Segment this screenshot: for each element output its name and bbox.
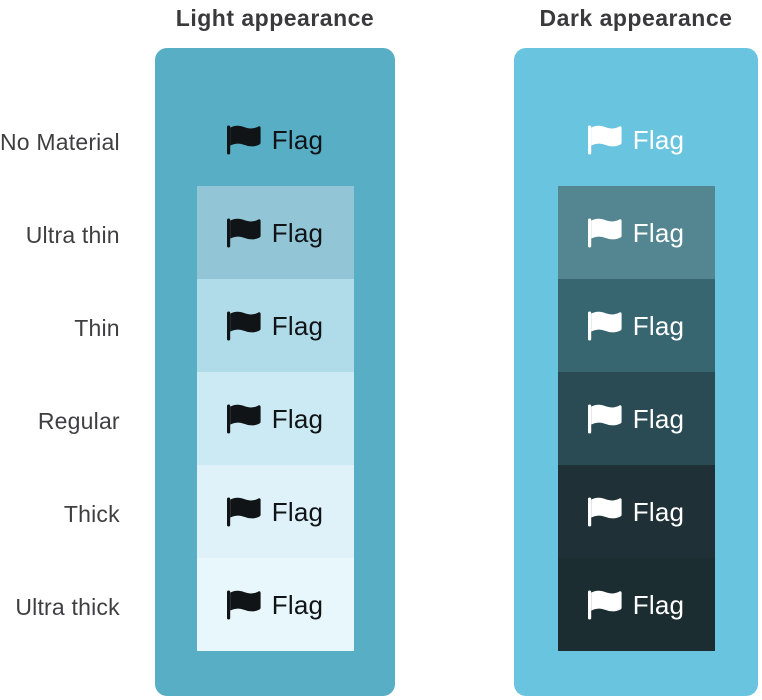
material-row: Flag	[196, 279, 354, 372]
flag-icon	[587, 497, 622, 526]
light-appearance-panel: Flag Flag Flag Flag Flag Flag	[155, 48, 395, 696]
flag-icon	[587, 311, 622, 340]
flag-icon	[587, 218, 622, 247]
flag-item-label: Flag	[271, 589, 324, 620]
flag-icon	[226, 125, 261, 154]
flag-item-label: Flag	[632, 310, 685, 341]
material-row: Flag	[558, 93, 715, 186]
label-ultra-thin: Ultra thin	[25, 222, 120, 248]
flag-item-label: Flag	[271, 310, 324, 341]
flag-icon	[226, 590, 261, 619]
label-thin: Thin	[74, 315, 120, 341]
material-row: Flag	[196, 372, 354, 465]
material-labels-column: No Material Ultra thin Thin Regular Thic…	[0, 96, 120, 654]
flag-item-label: Flag	[271, 403, 324, 434]
flag-item-label: Flag	[271, 496, 324, 527]
flag-item-label: Flag	[632, 403, 685, 434]
flag-icon	[226, 218, 261, 247]
material-row: Flag	[557, 465, 715, 558]
material-row: Flag	[557, 372, 715, 465]
material-row: Flag	[197, 93, 354, 186]
dark-appearance-title: Dark appearance	[539, 5, 733, 31]
label-no-material: No Material	[0, 129, 120, 155]
light-material-rows: Flag Flag Flag Flag Flag Flag	[196, 93, 354, 651]
flag-icon	[587, 590, 622, 619]
material-row: Flag	[196, 465, 354, 558]
material-row: Flag	[196, 186, 354, 279]
flag-item-label: Flag	[632, 589, 685, 620]
flag-icon	[226, 311, 261, 340]
label-thick: Thick	[63, 501, 120, 527]
flag-icon	[587, 125, 622, 154]
dark-material-rows: Flag Flag Flag Flag Flag Flag	[557, 93, 715, 651]
material-row: Flag	[196, 558, 354, 651]
material-row: Flag	[557, 558, 715, 651]
label-ultra-thick: Ultra thick	[15, 594, 120, 620]
light-appearance-title: Light appearance	[175, 5, 375, 31]
flag-item-label: Flag	[632, 496, 685, 527]
flag-item-label: Flag	[271, 217, 324, 248]
flag-icon	[587, 404, 622, 433]
material-row: Flag	[557, 186, 715, 279]
flag-item-label: Flag	[632, 124, 685, 155]
flag-item-label: Flag	[632, 217, 685, 248]
material-row: Flag	[557, 279, 715, 372]
label-regular: Regular	[37, 408, 120, 434]
flag-icon	[226, 404, 261, 433]
dark-appearance-panel: Flag Flag Flag Flag Flag Flag	[514, 48, 758, 696]
flag-icon	[226, 497, 261, 526]
flag-item-label: Flag	[271, 124, 324, 155]
